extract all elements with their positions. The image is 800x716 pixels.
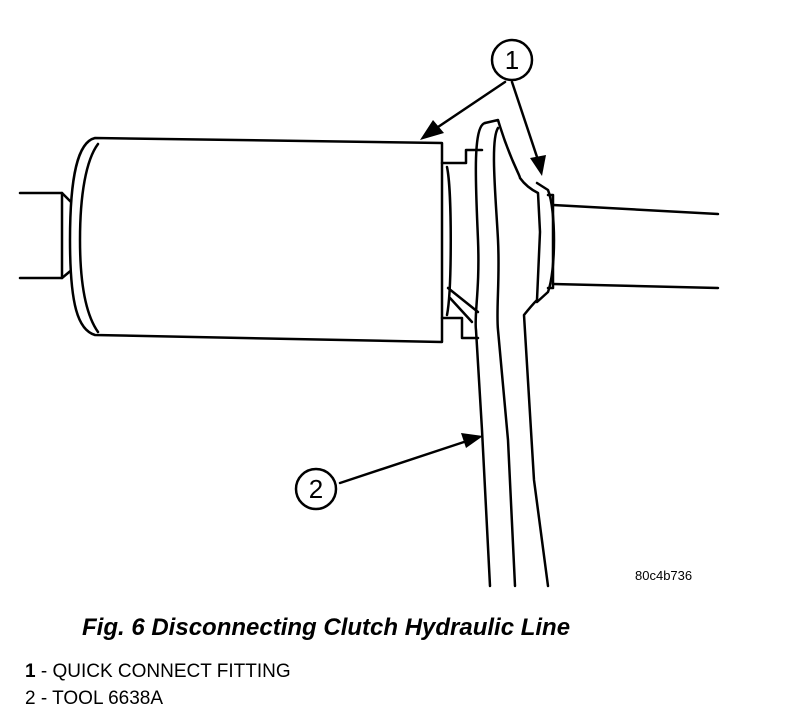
- arrowhead-1a: [420, 120, 444, 140]
- legend-item-text: TOOL 6638A: [52, 688, 164, 709]
- leader-1a: [436, 80, 507, 129]
- leader-2: [338, 438, 472, 485]
- right-line: [535, 181, 720, 304]
- legend-item: 1 - QUICK CONNECT FITTING: [25, 658, 291, 685]
- figure-caption: Fig. 6 Disconnecting Clutch Hydraulic Li…: [82, 614, 571, 641]
- left-line: [18, 191, 76, 280]
- callout-1: 1: [490, 38, 534, 82]
- callout-2-label: 2: [309, 474, 323, 504]
- leader-1b: [510, 80, 540, 162]
- quick-connect-fitting: [68, 136, 484, 344]
- arrowhead-1b: [530, 155, 546, 176]
- legend-item: 2 - TOOL 6638A: [25, 685, 291, 712]
- legend: 1 - QUICK CONNECT FITTING 2 - TOOL 6638A: [25, 658, 291, 712]
- legend-separator: -: [40, 688, 53, 709]
- callout-1-label: 1: [505, 45, 519, 75]
- callout-2: 2: [294, 467, 338, 511]
- figure-illustration: 1 2 80c4b736: [18, 38, 720, 588]
- tool-6638a: [474, 118, 550, 588]
- legend-item-text: QUICK CONNECT FITTING: [52, 661, 291, 682]
- legend-item-number: 1: [25, 661, 36, 682]
- legend-item-number: 2: [25, 688, 36, 709]
- figure-code: 80c4b736: [635, 568, 692, 583]
- legend-separator: -: [40, 661, 53, 682]
- arrowhead-2: [461, 433, 483, 448]
